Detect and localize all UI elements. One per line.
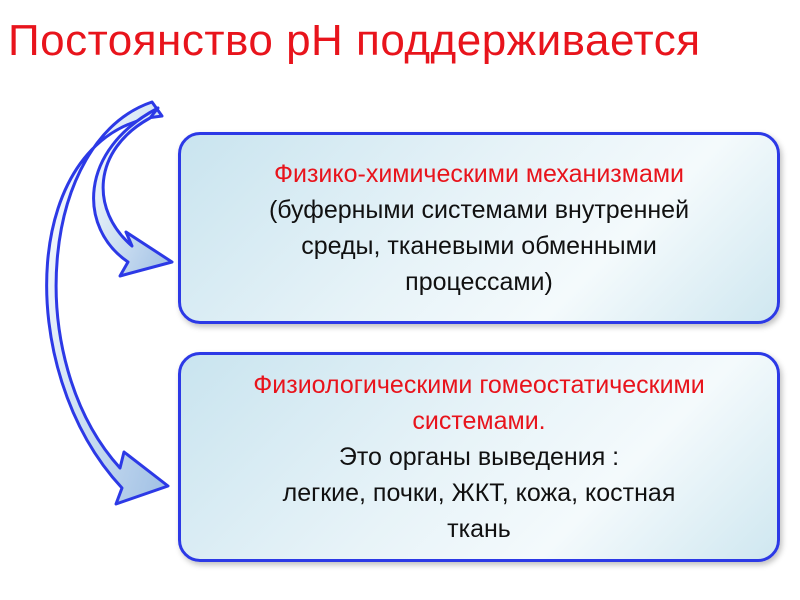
page-title: Постоянство рН поддерживается: [8, 16, 701, 65]
physicochemical-mechanisms-box: Физико-химическими механизмами (буферным…: [178, 132, 780, 324]
box1-line: (буферными системами внутренней: [268, 196, 690, 224]
box1-line: процессами): [405, 268, 553, 296]
box2-line: Это органы выведения :: [338, 443, 620, 471]
box2-line: легкие, почки, ЖКТ, кожа, костная: [282, 479, 676, 507]
box2-heading: Физиологическими гомеостатическими: [253, 371, 705, 399]
short-curved-arrow: [92, 106, 174, 278]
box1-line: среды, тканевыми обменными: [301, 232, 657, 260]
physiological-systems-box: Физиологическими гомеостатическими систе…: [178, 352, 780, 562]
box2-line: ткань: [447, 515, 511, 543]
box1-heading: Физико-химическими механизмами: [273, 160, 685, 188]
long-curved-arrow: [45, 100, 170, 506]
box2-heading: системами.: [412, 407, 546, 435]
